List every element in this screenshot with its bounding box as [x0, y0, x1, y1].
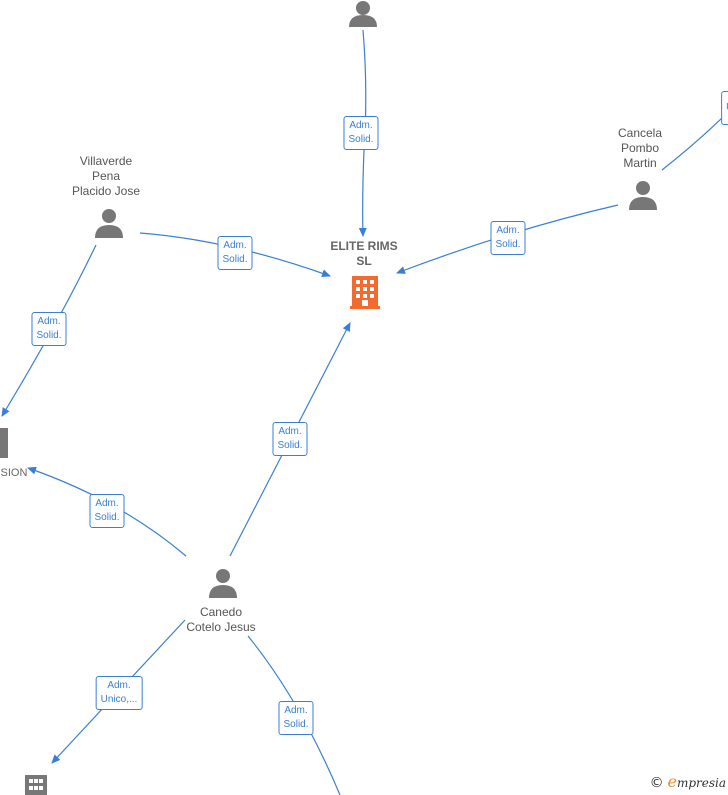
left-company-label: USION [0, 466, 27, 481]
name-line: ELITE RIMS [330, 239, 398, 253]
cancela-label: Cancela Pombo Martin [618, 126, 662, 171]
person-icon[interactable] [629, 181, 657, 210]
name-line: Placido Jose [71, 184, 141, 198]
role-line: Adm. [349, 120, 373, 131]
person-icon[interactable] [95, 209, 123, 238]
edge-label-canedo-to-elite[interactable]: Adm. Solid. [272, 422, 308, 456]
name-line: Martin [623, 156, 657, 170]
role-line: Solid. [94, 512, 120, 523]
empresia-brand[interactable]: © empresia [650, 772, 726, 791]
villaverde-label: Villaverde Pena Placido Jose [72, 154, 140, 199]
name-line: Cancela [617, 126, 663, 140]
elite-rims-label: ELITE RIMS SL [330, 239, 397, 269]
edge-label-canedo-to-offscreen[interactable]: Adm. Solid. [278, 701, 314, 735]
edge-label-canedo-to-left[interactable]: Adm. Solid. [89, 494, 125, 528]
brand-text: mpresia [676, 776, 726, 790]
edge-label-top-to-elite[interactable]: Adm. Solid. [343, 116, 379, 150]
role-line: Solid. [495, 239, 521, 250]
role-line: Adm. [223, 240, 247, 251]
name-line: Villaverde [79, 154, 133, 168]
name-line: USION [0, 467, 28, 479]
role-line: Solid. [36, 330, 62, 341]
name-line: Pena [91, 169, 121, 183]
role-line: Unico,... [100, 694, 138, 705]
company-building-icon[interactable] [0, 428, 8, 458]
name-line: Pombo [620, 141, 660, 155]
role-line: Adm. [95, 498, 119, 509]
person-icon[interactable] [209, 569, 237, 598]
name-line: SL [356, 254, 372, 268]
main-company-building-icon[interactable] [350, 276, 380, 309]
name-line: Cotelo Jesus [186, 620, 256, 634]
role-line: Adm. [496, 225, 520, 236]
role-line: Solid. [222, 254, 248, 265]
edge-label-villaverde-to-left[interactable]: Adm. Solid. [31, 312, 67, 346]
brand-initial: e [667, 772, 677, 791]
copyright-icon: © [649, 775, 664, 791]
role-line: Adm. [284, 705, 308, 716]
role-line: U [726, 94, 728, 122]
name-line: Canedo [199, 605, 243, 619]
role-line: Solid. [277, 440, 303, 451]
edge-label-villaverde-to-elite[interactable]: Adm. Solid. [217, 236, 253, 270]
role-line: Adm. [37, 316, 61, 327]
edge-label-canedo-to-bottom[interactable]: Adm. Unico,... [95, 676, 143, 710]
person-icon[interactable] [349, 1, 377, 27]
role-line: Adm. [278, 426, 302, 437]
edge-label-cancela-to-elite[interactable]: Adm. Solid. [490, 221, 526, 255]
edge-label-cancela-to-offscreen[interactable]: U [721, 91, 728, 125]
company-building-icon[interactable] [25, 775, 47, 795]
canedo-label: Canedo Cotelo Jesus [186, 605, 255, 635]
role-line: Solid. [283, 719, 309, 730]
role-line: Solid. [348, 134, 374, 145]
edge-cancela-to-offscreen [661, 111, 728, 171]
role-line: Adm. [107, 680, 131, 691]
